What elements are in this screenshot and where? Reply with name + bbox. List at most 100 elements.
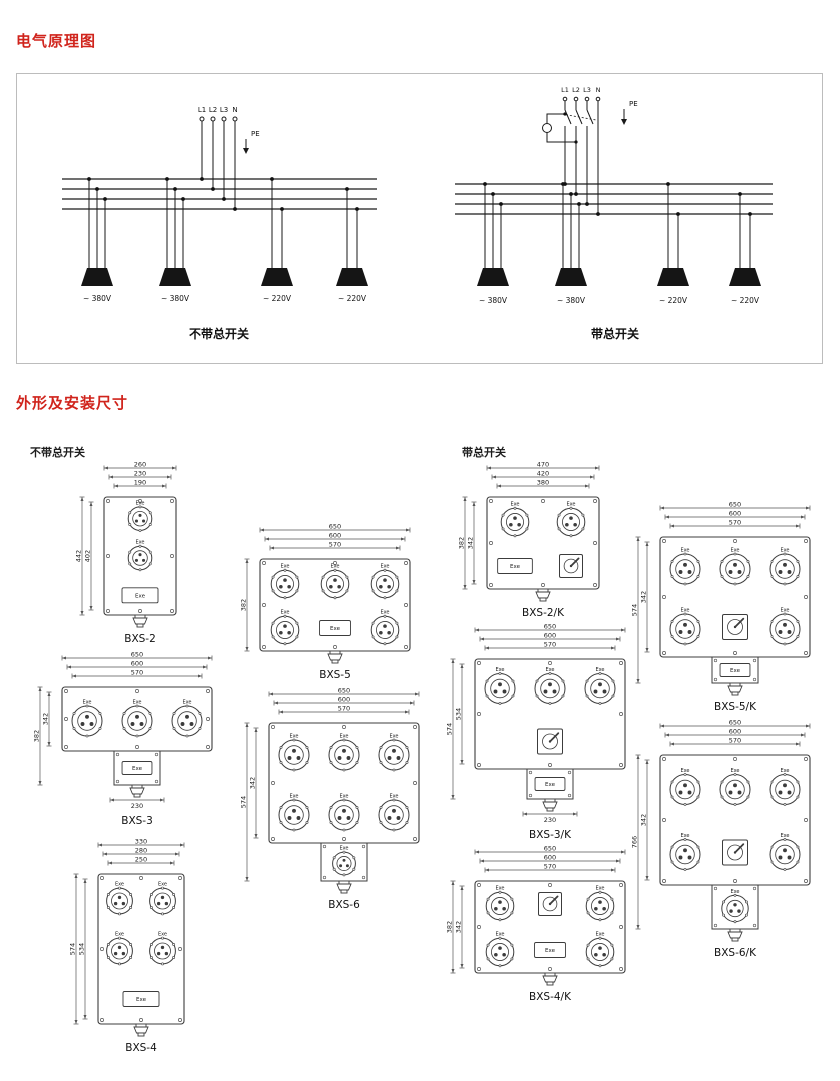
dimension-value: 342 (640, 591, 648, 603)
socket-outlet (149, 887, 176, 915)
junction-box (122, 991, 160, 1007)
exe-marking: Exe (495, 886, 504, 892)
socket-outlet (719, 774, 751, 805)
incoming-terminals (199, 116, 238, 209)
exe-marking: Exe (330, 626, 341, 632)
socket-outlet (370, 569, 400, 599)
dimension-value: 260 (134, 461, 146, 469)
socket-outlet (669, 553, 701, 585)
dimension-value: 382 (446, 921, 454, 933)
model-label: BXS-3 (121, 815, 153, 827)
pe-label: PE (251, 130, 260, 138)
output-voltage-label: ~ 380V (83, 294, 112, 303)
exe-marking: Exe (289, 794, 298, 800)
dimension-value: 600 (544, 854, 556, 862)
socket-outlet (769, 553, 801, 585)
cable-gland (544, 972, 556, 977)
model-label: BXS-6 (328, 899, 360, 911)
exe-marking: Exe (158, 932, 167, 938)
schematic-frame: L1 L2 L3 N PE (16, 73, 823, 364)
dimension-value: 570 (544, 641, 556, 649)
dimension-value: 230 (134, 470, 146, 478)
exe-marking: Exe (730, 768, 739, 774)
socket-outlet (585, 937, 615, 967)
dimension-value: 380 (537, 479, 549, 487)
dimension-value: 342 (249, 777, 257, 789)
socket-outlet (534, 673, 566, 704)
dimension-value: 570 (131, 669, 143, 677)
junction-dots (87, 177, 359, 211)
exe-marking: Exe (680, 608, 689, 614)
group-label-with-main-switch: 带总开关 (462, 446, 506, 459)
socket-outlet (127, 506, 153, 531)
cable-gland (729, 682, 741, 687)
dimension-value: 574 (69, 943, 77, 955)
cable-gland (131, 784, 143, 789)
terminal-label: L2 (209, 106, 217, 114)
socket-outlet (106, 887, 133, 915)
exe-marking: Exe (132, 766, 143, 772)
dimension-value: 420 (537, 470, 549, 478)
dimension-value: 650 (544, 845, 556, 853)
pe-arrow-icon (621, 109, 627, 125)
dimension-value: 650 (338, 687, 350, 695)
socket-outlet (320, 569, 350, 599)
socket-outlet (669, 613, 701, 645)
dimension-value: 600 (338, 696, 350, 704)
socket-outlet (127, 545, 153, 571)
model-label: BXS-2 (124, 633, 156, 645)
dimension-value: 470 (537, 461, 549, 469)
dimension-value: 190 (134, 479, 146, 487)
socket-outlet (328, 799, 360, 831)
dimension-value: 442 (75, 550, 83, 562)
model-label: BXS-4 (125, 1042, 157, 1054)
socket-outlet (149, 937, 176, 965)
dimension-value: 650 (329, 523, 341, 531)
main-switch-blades (561, 109, 597, 204)
output-voltage-label: ~ 220V (659, 296, 688, 305)
exe-marking: Exe (595, 886, 604, 892)
schematic-caption: 不带总开关 (189, 326, 249, 341)
exe-marking: Exe (380, 610, 389, 616)
output-voltage-label: ~ 380V (479, 296, 508, 305)
branch-lines (88, 179, 358, 268)
dimension-value: 766 (631, 836, 639, 848)
exe-marking: Exe (136, 997, 147, 1003)
output-voltage-label: ~ 380V (557, 296, 586, 305)
schematic-with-main-switch: L1 L2 L3 N PE (455, 86, 773, 341)
dimension-value: 600 (131, 660, 143, 668)
exe-marking: Exe (780, 608, 789, 614)
group-label-without-main-switch: 不带总开关 (30, 446, 85, 459)
dimension-value: 230 (544, 816, 556, 824)
cable-gland (134, 614, 146, 619)
dimension-value: 574 (631, 604, 639, 616)
exe-marking: Exe (339, 794, 348, 800)
exe-marking: Exe (135, 593, 146, 599)
dimension-value: 600 (329, 532, 341, 540)
bus-lines (455, 183, 773, 215)
exe-marking: Exe (595, 667, 604, 673)
dimension-value: 600 (729, 728, 741, 736)
cable-gland (544, 798, 556, 803)
model-label: BXS-5 (319, 669, 351, 681)
incoming-terminals (562, 96, 601, 214)
exe-marking: Exe (680, 548, 689, 554)
dimension-value: 342 (42, 713, 50, 725)
bus-lines (62, 178, 377, 210)
exe-marking: Exe (680, 768, 689, 774)
socket-outlet (669, 774, 701, 805)
exe-marking: Exe (495, 932, 504, 938)
model-label: BXS-3/K (529, 829, 572, 841)
terminal-label: L2 (572, 86, 580, 94)
socket-outlet (270, 569, 300, 599)
dimension-value: 534 (78, 943, 86, 955)
dimension-value: 280 (135, 847, 147, 855)
exe-marking: Exe (115, 932, 124, 938)
junction-box (319, 620, 351, 636)
exe-marking: Exe (566, 502, 575, 508)
dimension-value: 534 (455, 708, 463, 720)
